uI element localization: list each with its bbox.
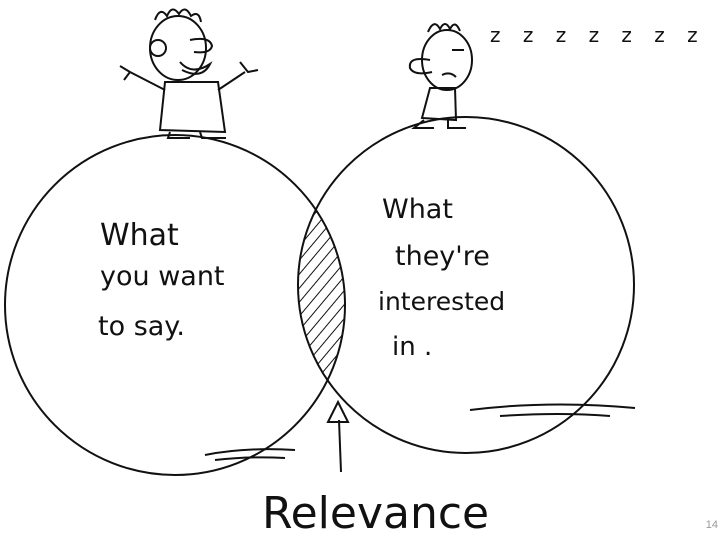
up-arrow-icon [326,399,350,473]
right-circle-line-2: they're [395,241,490,272]
right-circle-line-3: interested [378,287,505,316]
sleep-z-text: z z z z z z z [490,23,706,47]
right-ground-shadow [469,403,636,417]
relevance-label: Relevance [262,488,489,539]
right-circle [297,116,635,454]
left-circle-line-3: to say. [98,311,185,342]
overlap-hatched-region [298,135,345,453]
page-number: 14 [705,519,718,531]
left-circle [4,134,346,476]
left-ground-shadow [204,448,296,461]
right-circle-line-4: in . [392,332,432,362]
bored-listener-figure-icon [408,23,473,129]
left-circle-line-1: What [100,218,179,253]
excited-speaker-figure-icon [119,8,259,139]
right-circle-line-1: What [382,194,453,225]
left-circle-line-2: you want [100,261,225,292]
